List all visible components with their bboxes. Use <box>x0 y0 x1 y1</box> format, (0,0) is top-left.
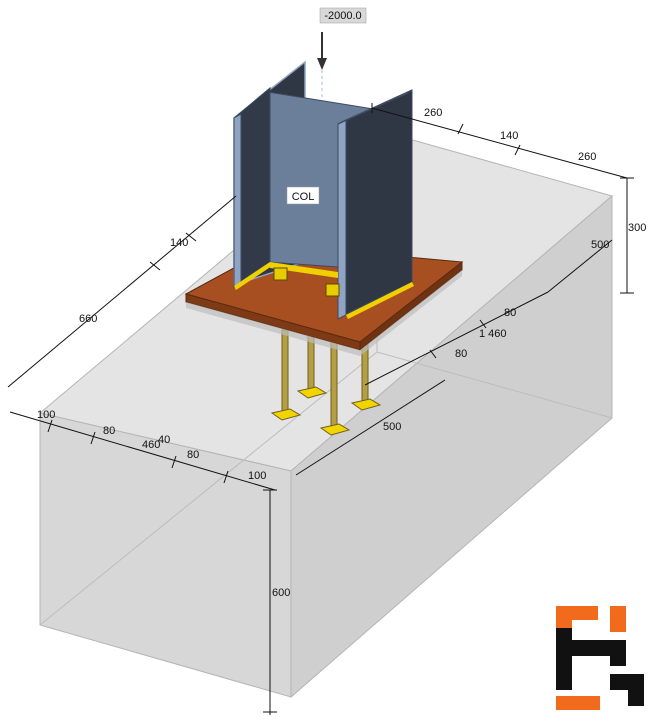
dim-tick <box>171 455 177 469</box>
dim-tick <box>514 144 521 156</box>
dim-tick <box>457 123 464 135</box>
dim-label: 80 <box>455 348 467 360</box>
anchor-rod <box>281 329 289 413</box>
dim-tick <box>149 261 161 271</box>
dim-line-front <box>9 411 276 491</box>
dim-tick <box>47 419 53 433</box>
anchor-washer <box>350 398 382 411</box>
column-label: COL <box>292 191 315 203</box>
dimension-labels: 260 140 260 300 500 140 660 80 1 460 80 … <box>37 107 646 599</box>
dim-label: 500 <box>383 421 401 433</box>
dim-label: 140 <box>500 130 518 142</box>
anchor-washer <box>270 408 302 421</box>
anchor-nut <box>325 283 340 297</box>
dim-label: 100 <box>37 409 55 421</box>
brand-logo-icon <box>556 606 644 710</box>
dim-tick <box>429 349 437 359</box>
dim-label: 80 <box>504 307 516 319</box>
dim-label: 40 <box>158 434 170 446</box>
hidden-edge <box>39 351 378 626</box>
dim-line-500-right <box>547 239 613 293</box>
dim-tick <box>479 319 487 329</box>
dim-line-top <box>371 107 628 179</box>
anchor-washer <box>319 423 351 436</box>
dim-label: 100 <box>248 470 266 482</box>
weld <box>346 282 414 319</box>
column: COL <box>233 60 414 320</box>
dim-label: 300 <box>628 222 646 234</box>
load: -2000.0 <box>317 7 367 100</box>
down-arrow-icon <box>317 32 327 100</box>
weld <box>270 262 338 278</box>
dim-line-right-detail <box>364 291 549 386</box>
column-right-flange-top <box>337 89 413 125</box>
dim-tick <box>90 431 96 445</box>
dimension-lines <box>7 103 634 715</box>
column-label-box <box>286 186 320 205</box>
dim-line-right-500 <box>295 379 446 476</box>
dim-label: 500 <box>591 239 609 251</box>
load-value: -2000.0 <box>324 10 361 22</box>
anchor-rod <box>330 341 338 428</box>
anchor-nut <box>273 267 288 281</box>
column-left-flange-edge <box>233 113 242 288</box>
hidden-edge <box>376 351 613 419</box>
dim-label: 1 460 <box>479 328 507 340</box>
dim-label: 140 <box>170 237 188 249</box>
load-value-box <box>319 7 367 24</box>
dim-label: 260 <box>578 151 596 163</box>
column-right-flange <box>337 89 413 319</box>
dim-label: 460 <box>142 439 160 451</box>
weld <box>234 262 272 290</box>
dim-label: 600 <box>272 587 290 599</box>
dim-label: 660 <box>79 313 97 325</box>
dim-label: 80 <box>103 425 115 437</box>
anchor-washer <box>296 386 328 399</box>
dim-tick <box>185 232 197 242</box>
dim-tick <box>223 470 229 484</box>
dim-line-left-660 <box>7 195 237 388</box>
dim-label: 80 <box>187 449 199 461</box>
dim-label: 260 <box>424 107 442 119</box>
